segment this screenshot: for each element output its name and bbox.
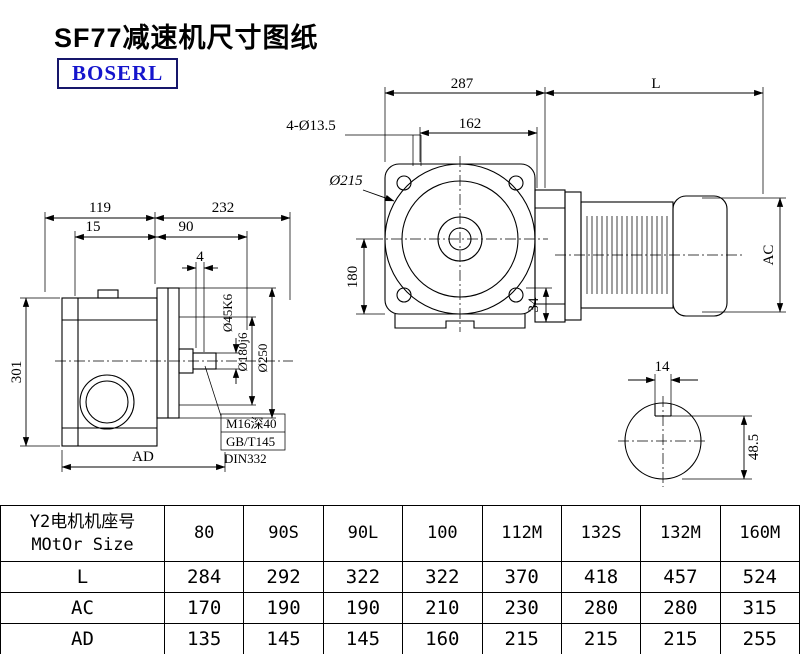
dim-ac-label: AC [761,245,777,266]
shaft-section-dimensions [628,374,752,480]
dim-34-label: 34 [526,297,542,313]
spigot-diameter-label: Ø180j6 [235,332,250,372]
row-label-L: L [0,561,165,593]
tap-note-line1: M16深40 [226,416,277,431]
dim-L-label: L [651,76,660,92]
dim-287-label: 287 [451,76,474,92]
cell-AD-100: 160 [402,623,483,654]
key-height-label: 48.5 [746,434,762,460]
cell-AC-132m: 280 [640,592,721,624]
cell-AD-132m: 215 [640,623,721,654]
cell-AD-112m: 215 [481,623,562,654]
side-view: 119 232 15 90 4 301 AD Ø45K6 Ø180j6 Ø250… [9,200,293,472]
cell-AC-80: 170 [163,592,245,624]
bolt-hole [508,175,524,191]
bolt-hole [396,175,412,191]
row-label-AC: AC [0,592,165,624]
front-view: 287 L 162 4-Ø13.5 Ø215 180 34 AC [286,76,786,332]
cell-L-112m: 370 [481,561,562,593]
front-view-dimensions [345,87,786,323]
cell-AC-100: 210 [402,592,483,624]
cell-L-80: 284 [163,561,245,593]
cell-L-100: 322 [402,561,483,593]
col-header-90s: 90S [243,505,324,562]
col-header-132m: 132M [640,505,721,562]
header-motor-size-en: MOtOr Size [31,534,134,555]
cell-L-132s: 418 [560,561,642,593]
shaft-section-geometry [618,396,708,487]
dim-90-label: 90 [179,219,194,235]
boserl-logo-text: BOSERL [72,61,164,85]
col-header-90l: 90L [322,505,404,562]
dim-119-label: 119 [89,200,111,216]
tap-note-line2: GB/T145 [226,434,275,449]
table-row-AD: AD 135 145 145 160 215 215 215 255 [0,623,800,654]
bolt-hole [396,287,412,303]
cell-AC-90l: 190 [322,592,404,624]
pilot-diameter-label: Ø215 [328,173,363,189]
key-width-label: 14 [655,359,671,375]
shaft-diameter-label: Ø45K6 [220,293,235,332]
col-header-112m: 112M [481,505,562,562]
page-title: SF77减速机尺寸图纸 [54,23,319,53]
dim-180-label: 180 [345,266,361,289]
dim-301-label: 301 [9,361,25,384]
dimension-drawing: 119 232 15 90 4 301 AD Ø45K6 Ø180j6 Ø250… [9,76,786,487]
cell-L-160m: 524 [719,561,800,593]
cell-AC-90s: 190 [243,592,324,624]
output-bore [79,374,135,430]
flange-diameter-label: Ø250 [255,344,270,373]
header-motor-size: Y2电机机座号 MOtOr Size [0,505,165,562]
bolt-hole [508,287,524,303]
dim-162-label: 162 [459,116,482,132]
row-label-AD: AD [0,623,165,654]
col-header-80: 80 [163,505,245,562]
shaft-section-view: 14 48.5 [618,359,762,487]
tap-note-line3: DIN332 [224,451,267,466]
dim-232-label: 232 [212,200,235,216]
motor-frame-size-table: Y2电机机座号 MOtOr Size 80 90S 90L 100 112M 1… [0,505,800,654]
col-header-132s: 132S [560,505,642,562]
cell-AD-90s: 145 [243,623,324,654]
cell-L-90l: 322 [322,561,404,593]
table-row-AC: AC 170 190 190 210 230 280 280 315 [0,592,800,624]
cell-AD-132s: 215 [560,623,642,654]
cell-L-132m: 457 [640,561,721,593]
cell-AC-112m: 230 [481,592,562,624]
dim-ad-label: AD [132,449,154,465]
cell-L-90s: 292 [243,561,324,593]
front-view-geometry [372,156,745,332]
header-motor-size-cn: Y2电机机座号 [29,511,136,532]
table-row-L: L 284 292 322 322 370 418 457 524 [0,561,800,593]
dim-15-label: 15 [86,219,101,235]
cell-AD-160m: 255 [719,623,800,654]
cell-AC-132s: 280 [560,592,642,624]
col-header-160m: 160M [719,505,800,562]
cell-AD-80: 135 [163,623,245,654]
table-header-row: Y2电机机座号 MOtOr Size 80 90S 90L 100 112M 1… [0,505,800,562]
side-view-dimensions [20,212,291,472]
dim-4-label: 4 [196,249,204,265]
motor-flange [564,191,582,321]
cell-AD-90l: 145 [322,623,404,654]
bolt-holes-label: 4-Ø13.5 [286,118,336,134]
cell-AC-160m: 315 [719,592,800,624]
col-header-100: 100 [402,505,483,562]
boserl-logo: BOSERL [57,58,179,89]
fan-cowl [672,195,728,317]
